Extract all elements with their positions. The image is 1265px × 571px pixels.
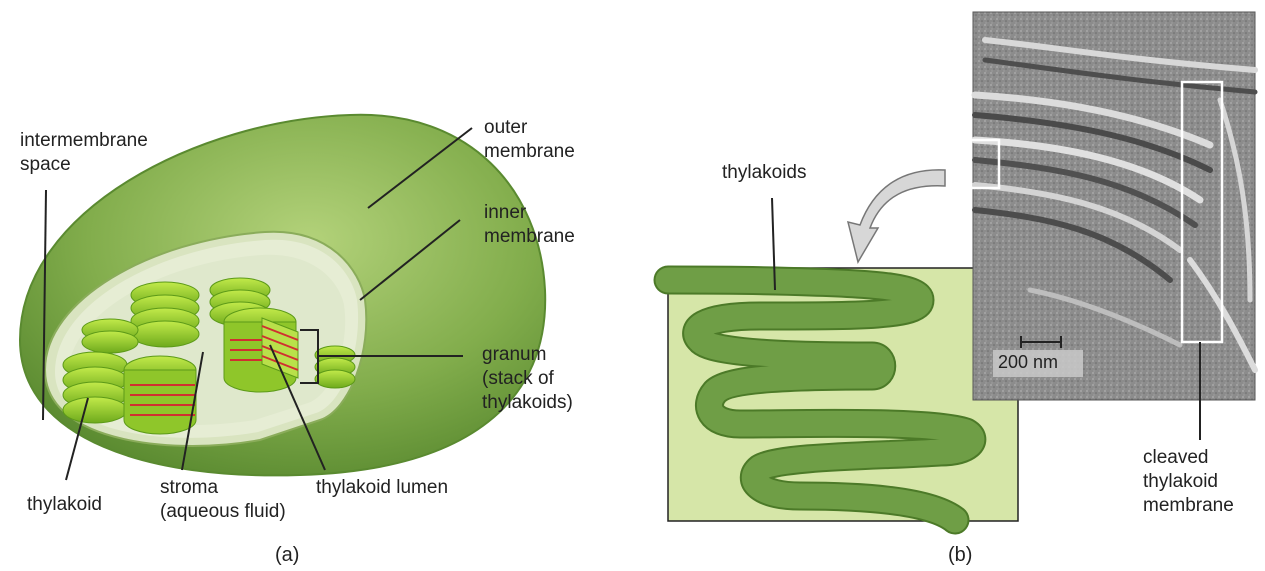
- label-thylakoids: thylakoids: [722, 161, 807, 185]
- label-thylakoid: thylakoid: [27, 493, 102, 517]
- label-stroma: stroma (aqueous fluid): [160, 476, 286, 524]
- label-inner-membrane: inner membrane: [484, 201, 575, 249]
- label-cleaved-membrane: cleaved thylakoid membrane: [1143, 446, 1234, 518]
- label-outer-membrane: outer membrane: [484, 116, 575, 164]
- zoom-arrow: [848, 170, 945, 262]
- caption-a: (a): [275, 544, 299, 567]
- caption-b: (b): [948, 544, 972, 567]
- label-thylakoid-lumen: thylakoid lumen: [316, 476, 448, 500]
- scale-bar-label: 200 nm: [998, 352, 1058, 373]
- electron-micrograph: [947, 12, 1255, 400]
- label-intermembrane-space: intermembrane space: [20, 129, 148, 177]
- label-granum: granum (stack of thylakoids): [482, 343, 573, 415]
